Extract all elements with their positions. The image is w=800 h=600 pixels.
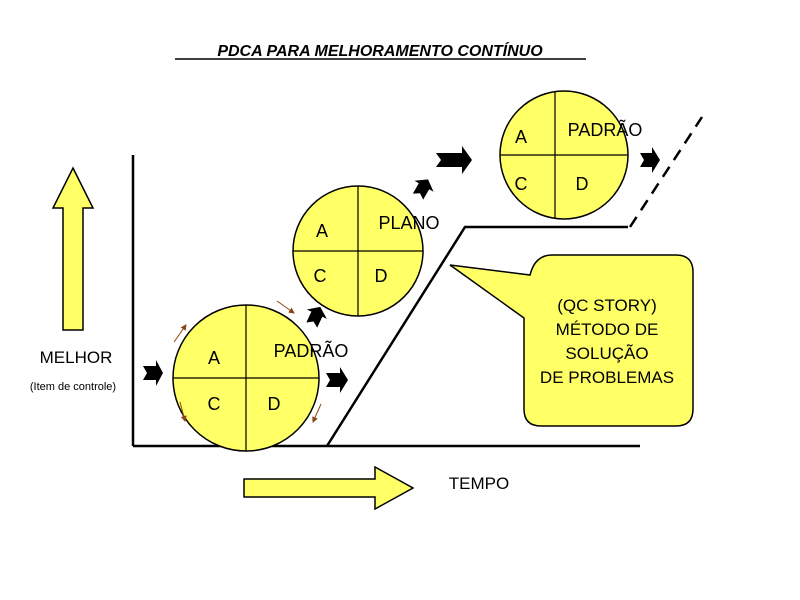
right-arrow-icon bbox=[243, 465, 415, 511]
cycle-1-quadrant-a: A bbox=[208, 348, 220, 368]
rotation-arrow-icon bbox=[173, 324, 187, 343]
flow-arrow-icon bbox=[412, 179, 434, 200]
y-axis-sublabel: (Item de controle) bbox=[30, 381, 116, 393]
page-title: PDCA PARA MELHORAMENTO CONTÍNUO bbox=[217, 41, 543, 60]
rotation-arrow-icon bbox=[276, 300, 295, 314]
cycle-2-quadrant-plan-label: PLANO bbox=[378, 213, 439, 233]
improvement-step-line bbox=[325, 225, 628, 447]
callout-bubble bbox=[449, 254, 694, 427]
callout-line-2: MÉTODO DE bbox=[556, 320, 659, 339]
rotation-arrow-icon bbox=[312, 403, 322, 423]
flow-arrow-icon bbox=[640, 147, 660, 173]
cycle-3-quadrant-c: C bbox=[515, 174, 528, 194]
flow-arrow-icon bbox=[306, 306, 327, 328]
cycle-3-quadrant-act-label: PADRÃO bbox=[568, 119, 643, 140]
cycle-1-quadrant-d: D bbox=[268, 394, 281, 414]
future-improvement-dashed-line bbox=[628, 116, 704, 228]
x-axis-label: TEMPO bbox=[449, 474, 509, 493]
cycle-1-quadrant-c: C bbox=[208, 394, 221, 414]
pdca-cycle-2: A PLANO C D bbox=[292, 185, 440, 317]
callout-line-1: (QC STORY) bbox=[557, 296, 657, 315]
flow-arrow-icon bbox=[436, 146, 472, 174]
cycle-3-quadrant-a: A bbox=[515, 127, 527, 147]
y-axis-label: MELHOR bbox=[40, 348, 113, 367]
callout-line-4: DE PROBLEMAS bbox=[540, 368, 674, 387]
cycle-2-quadrant-d: D bbox=[375, 266, 388, 286]
pdca-cycle-1: A PADRÃO C D bbox=[172, 304, 349, 452]
cycle-2-quadrant-a: A bbox=[316, 221, 328, 241]
flow-arrow-icon bbox=[143, 360, 163, 386]
cycle-3-quadrant-d: D bbox=[576, 174, 589, 194]
flow-arrow-icon bbox=[326, 367, 348, 393]
rotation-arrow-icon bbox=[179, 401, 187, 422]
cycle-2-quadrant-c: C bbox=[314, 266, 327, 286]
callout-line-3: SOLUÇÃO bbox=[565, 344, 648, 363]
pdca-cycle-3: A PADRÃO C D bbox=[499, 90, 643, 220]
up-arrow-icon bbox=[51, 166, 95, 331]
cycle-1-quadrant-act-label: PADRÃO bbox=[274, 340, 349, 361]
